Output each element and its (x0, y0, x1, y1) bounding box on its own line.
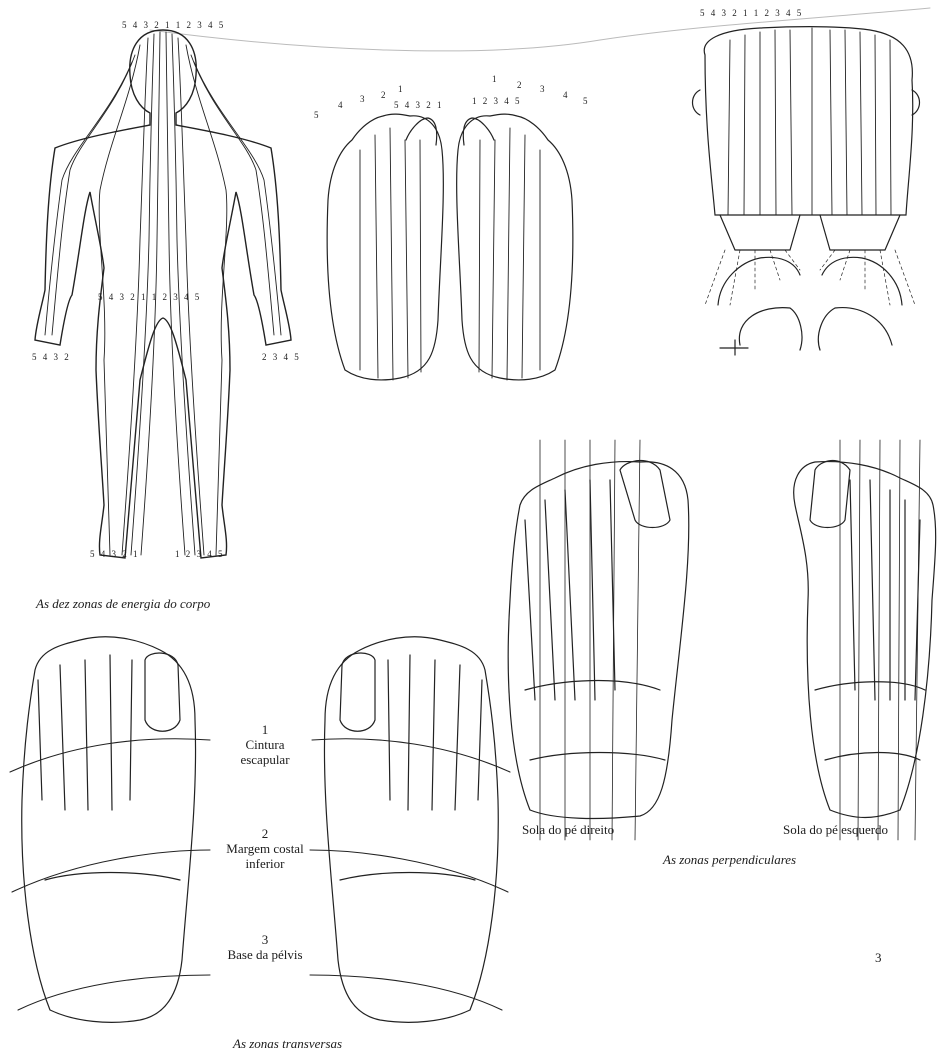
toe-number: 1 (492, 74, 499, 84)
caption-body-zones: As dez zonas de energia do corpo (36, 596, 210, 612)
transverse-line-1: 1 Cintura escapular (240, 722, 289, 767)
transverse-label-2a: Margem costal (226, 841, 303, 856)
toe-number: 4 (338, 100, 345, 110)
perpendicular-right-foot (508, 440, 689, 840)
transverse-number-2: 2 (226, 826, 303, 841)
toe-number: 1 (398, 84, 405, 94)
toe-number: 3 (540, 84, 547, 94)
toe-number: 5 (583, 96, 590, 106)
transverse-number-3: 3 (227, 932, 302, 947)
toe-number: 5 (314, 110, 321, 120)
caption-transverse: As zonas transversas (233, 1036, 342, 1052)
transverse-line-2: 2 Margem costal inferior (226, 826, 303, 871)
caption-perpendicular: As zonas perpendiculares (663, 852, 796, 868)
toe-number: 2 (381, 90, 388, 100)
top-left-foot (457, 114, 573, 380)
top-right-foot (327, 114, 443, 380)
caption-left-sole: Sola do pé esquerdo (783, 822, 888, 838)
transverse-label-1b: escapular (240, 752, 289, 767)
zone-numbers-head: 5 4 3 2 1 1 2 3 4 5 (122, 20, 225, 30)
transverse-right-foot (10, 637, 210, 1023)
perpendicular-left-foot (794, 440, 936, 840)
transverse-number-1: 1 (240, 722, 289, 737)
big-toe-numbers-right: 5 4 3 2 1 (394, 100, 444, 110)
caption-right-sole: Sola do pé direito (522, 822, 614, 838)
zone-numbers-right-hand: 2 3 4 5 (262, 352, 301, 362)
toe-number: 3 (360, 94, 367, 104)
transverse-label-2b: inferior (226, 856, 303, 871)
zone-numbers-face: 5 4 3 2 1 1 2 3 4 5 (700, 8, 803, 18)
zone-numbers-waist: 5 4 3 2 1 1 2 3 4 5 (98, 292, 201, 302)
zone-numbers-left-hand: 5 4 3 2 (32, 352, 71, 362)
big-toe-numbers-left: 1 2 3 4 5 (472, 96, 522, 106)
toe-number: 2 (517, 80, 524, 90)
transverse-line-3: 3 Base da pélvis (227, 932, 302, 962)
face-zone-figure (693, 27, 920, 355)
transverse-label-1a: Cintura (240, 737, 289, 752)
transverse-left-foot (310, 637, 510, 1023)
toe-number: 4 (563, 90, 570, 100)
transverse-label-3a: Base da pélvis (227, 947, 302, 962)
zone-numbers-left-foot: 5 4 3 2 1 (90, 549, 140, 559)
zone-numbers-right-foot: 1 2 3 4 5 (175, 549, 225, 559)
page-number: 3 (875, 950, 882, 966)
